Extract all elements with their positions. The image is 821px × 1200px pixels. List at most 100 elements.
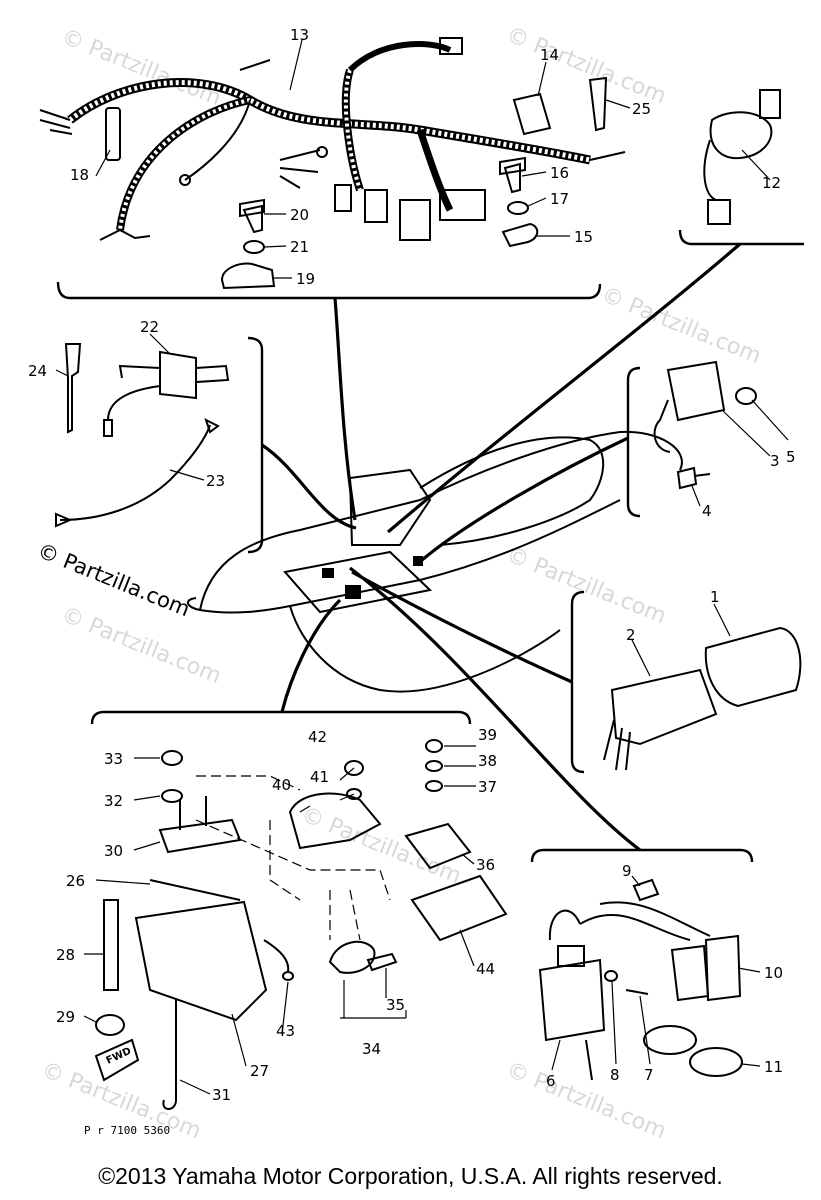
callout-6: 6 [546,1072,556,1090]
watermark-7: © Partzilla.com [598,282,765,369]
band-24 [64,343,82,434]
bracket-harness [56,281,602,300]
callout-23: 23 [206,472,225,490]
ring-terminal [179,174,191,186]
callout-16: 16 [550,164,569,182]
rectifier-lead [653,399,671,453]
callout-34: 34 [362,1040,381,1058]
harness-branch-mid-braid [343,69,362,191]
harness-branch-top [347,41,452,73]
callout-40: 40 [272,776,291,794]
route-coil [349,566,641,852]
connector-top [439,37,463,55]
harness-branch-right [416,128,454,212]
coil-connector [557,945,585,967]
callout-2: 2 [626,626,636,644]
leader-42 [339,767,355,781]
steering-pedestal [348,468,432,546]
switch-connector [707,199,731,225]
leader-31 [179,1079,211,1095]
leader-lines [55,39,789,1095]
callout-39: 39 [478,726,497,744]
copyright-notice: ©2013 Yamaha Motor Corporation, U.S.A. A… [98,1163,723,1189]
switch-22-leads [107,364,161,421]
leader-29 [83,1015,97,1023]
callout-43: 43 [276,1022,295,1040]
harness-main [67,78,591,165]
leader-8 [611,981,617,1065]
switch-22-body [159,350,197,400]
bolt-31 [162,1000,177,1110]
routing-lines [261,242,742,852]
main-switch-12 [703,89,781,225]
relay-40 [288,792,382,850]
leader-40 [299,805,311,813]
cap-11b [689,1047,743,1077]
harness-leads-far-left [39,109,73,135]
leader-41 [339,793,355,801]
drawing-code: P r 7100 5360 [84,1124,170,1137]
pad-44 [410,874,508,942]
plug-leads [548,909,691,941]
rectifier-36 [404,822,472,870]
cap-14 [512,92,552,136]
bracket-cdi [570,590,585,774]
switch-22-stem [195,364,230,384]
callout-19: 19 [296,270,315,288]
route-cdi [351,570,573,684]
callout-9: 9 [622,862,632,880]
connector-block [399,199,431,241]
leader-13 [289,39,303,91]
bullet-terminal [316,146,328,158]
callout-14: 14 [540,46,559,64]
leader-5 [751,399,789,441]
plug-lead-2 [599,901,711,937]
hull-lower-line [199,499,621,614]
connector-block-b [439,189,486,221]
harness-leads-left [99,228,151,241]
callout-27: 27 [250,1062,269,1080]
callout-7: 7 [644,1066,654,1084]
bracket-switch-group [247,336,264,554]
leader-32 [133,795,161,801]
connector-mid-b [364,189,388,223]
leader-36 [461,853,475,865]
harness-leads-mid [279,149,321,189]
leader-10 [737,967,761,973]
plug-cap-10a [670,944,710,1002]
callout-44: 44 [476,960,495,978]
box-27 [134,900,268,1022]
fuse-34 [328,941,376,974]
lead-23 [59,424,211,521]
leader-4 [691,485,701,507]
washer-32 [161,789,183,803]
wire-harness [39,37,626,241]
fwd-tag [94,1038,140,1082]
route-electrical-box [280,598,342,713]
callout-24: 24 [28,362,47,380]
callout-26: 26 [66,872,85,890]
rectifier-3 [666,360,726,422]
engine-hatch [283,550,433,614]
leader-21 [263,245,287,248]
watermark-1: © Partzilla.com [58,24,225,111]
harness-lead-right [589,151,626,161]
callout-8: 8 [610,1066,620,1084]
callout-30: 30 [104,842,123,860]
callout-10: 10 [764,964,783,982]
tube-28 [103,899,119,991]
harness-lead-top [239,59,271,71]
callout-42: 42 [308,728,327,746]
band-25 [588,76,608,132]
callout-15: 15 [574,228,593,246]
hull-deck-line [199,430,683,611]
bracket-ignition-coil [530,848,754,863]
callout-35: 35 [386,996,405,1014]
callout-3: 3 [770,452,780,470]
plug-cap-10b [704,934,742,1002]
hull-bottom [289,605,561,693]
callouts: 13 14 25 12 18 16 17 15 20 21 19 22 24 2… [28,26,796,1104]
callout-12: 12 [762,174,781,192]
harness-braid [68,80,591,163]
nut-42 [344,760,364,776]
